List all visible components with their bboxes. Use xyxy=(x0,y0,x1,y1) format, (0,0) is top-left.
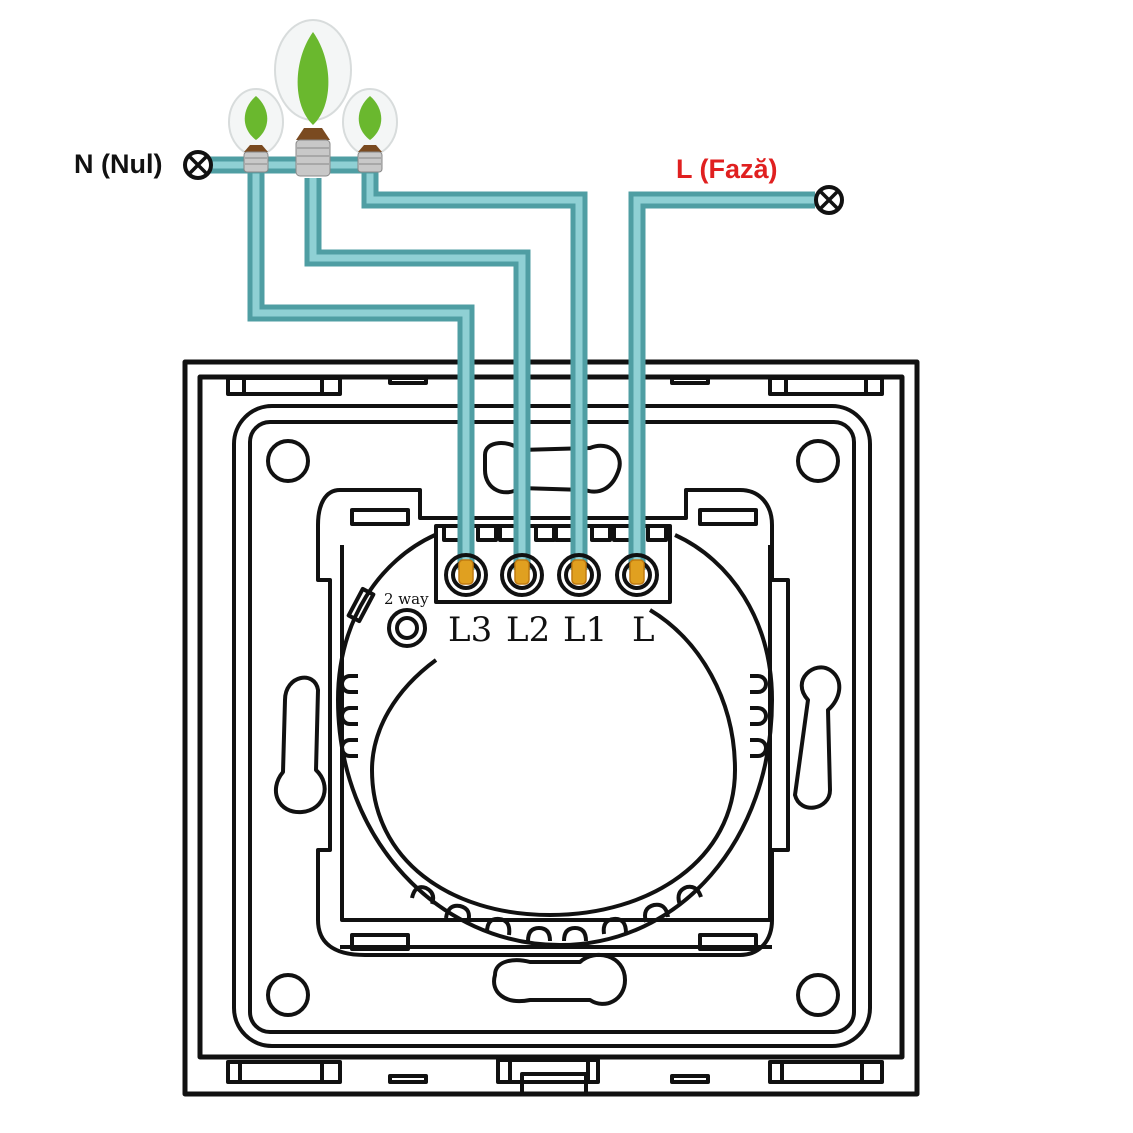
wires xyxy=(210,156,815,570)
wire-lamp2-L2 xyxy=(304,178,531,570)
clip-bottom-right xyxy=(698,933,758,951)
bulb-base-icon xyxy=(357,151,383,173)
inner-plate xyxy=(197,374,905,1060)
top-tab-right xyxy=(768,376,884,396)
ring-teeth xyxy=(410,884,703,942)
keyhole-slot-left xyxy=(273,675,327,815)
terminal-screw-L3 xyxy=(444,553,488,597)
terminal-label-L1: L1 xyxy=(563,610,607,650)
two-way-label: 2 way xyxy=(384,590,429,608)
wire-lamp3-L1 xyxy=(361,172,588,570)
terminal-label-L: L xyxy=(632,610,655,650)
side-teeth-right xyxy=(750,674,768,758)
top-notch-right xyxy=(670,376,710,385)
clip-top-left xyxy=(350,508,410,526)
bulb-base-icon xyxy=(243,151,269,173)
screw-hole-top-right xyxy=(796,439,840,483)
bulb-base-icon xyxy=(295,139,331,177)
two-way-screw xyxy=(387,608,427,648)
terminal-screw-L xyxy=(615,553,659,597)
lamp-1 xyxy=(228,88,284,173)
neutral-label: N (Nul) xyxy=(74,149,162,179)
neutral-connector-icon xyxy=(183,150,213,180)
keyhole-slot-top xyxy=(483,441,622,495)
terminal-label-L3: L3 xyxy=(448,610,492,650)
screw-hole-bottom-right xyxy=(796,973,840,1017)
bottom-tab-right xyxy=(768,1060,884,1084)
screw-hole-bottom-left xyxy=(266,973,310,1017)
keyhole-slot-right xyxy=(793,665,842,810)
rotary-ring-inner xyxy=(370,608,737,917)
bottom-tab-center xyxy=(496,1058,600,1084)
screw-hole-top-left xyxy=(266,439,310,483)
leaf-icon xyxy=(358,96,382,140)
bottom-tab-left xyxy=(226,1060,342,1084)
wire-lamp1-L3 xyxy=(247,172,475,570)
phase-label: L (Fază) xyxy=(676,154,778,184)
top-tab-left xyxy=(226,376,342,396)
module-housing-outer xyxy=(316,488,790,957)
lamp-2 xyxy=(274,19,352,177)
keyhole-slot-bottom xyxy=(492,952,627,1006)
top-notch-left xyxy=(388,376,428,385)
two-way-marker xyxy=(346,586,376,624)
terminal-screw-L2 xyxy=(500,553,544,597)
outer-plate xyxy=(182,359,920,1097)
clip-bottom-left xyxy=(350,933,410,951)
mount-plate-inner xyxy=(248,420,856,1034)
terminal-screws xyxy=(444,553,659,597)
switch-frame xyxy=(182,359,920,1097)
clip-top-right xyxy=(698,508,758,526)
side-teeth-left xyxy=(340,674,358,758)
wire-phase-L xyxy=(628,191,815,570)
bottom-latch xyxy=(520,1072,588,1096)
switch-module: 2 way xyxy=(316,488,790,957)
rotary-ring-outer xyxy=(336,533,774,947)
phase-connector-icon xyxy=(814,185,844,215)
mount-plate-outer xyxy=(232,404,872,1048)
lamp-3 xyxy=(342,88,398,173)
leaf-icon xyxy=(244,96,268,140)
terminal-screw-L1 xyxy=(557,553,601,597)
leaf-icon xyxy=(297,32,329,125)
terminal-label-L2: L2 xyxy=(506,610,550,650)
